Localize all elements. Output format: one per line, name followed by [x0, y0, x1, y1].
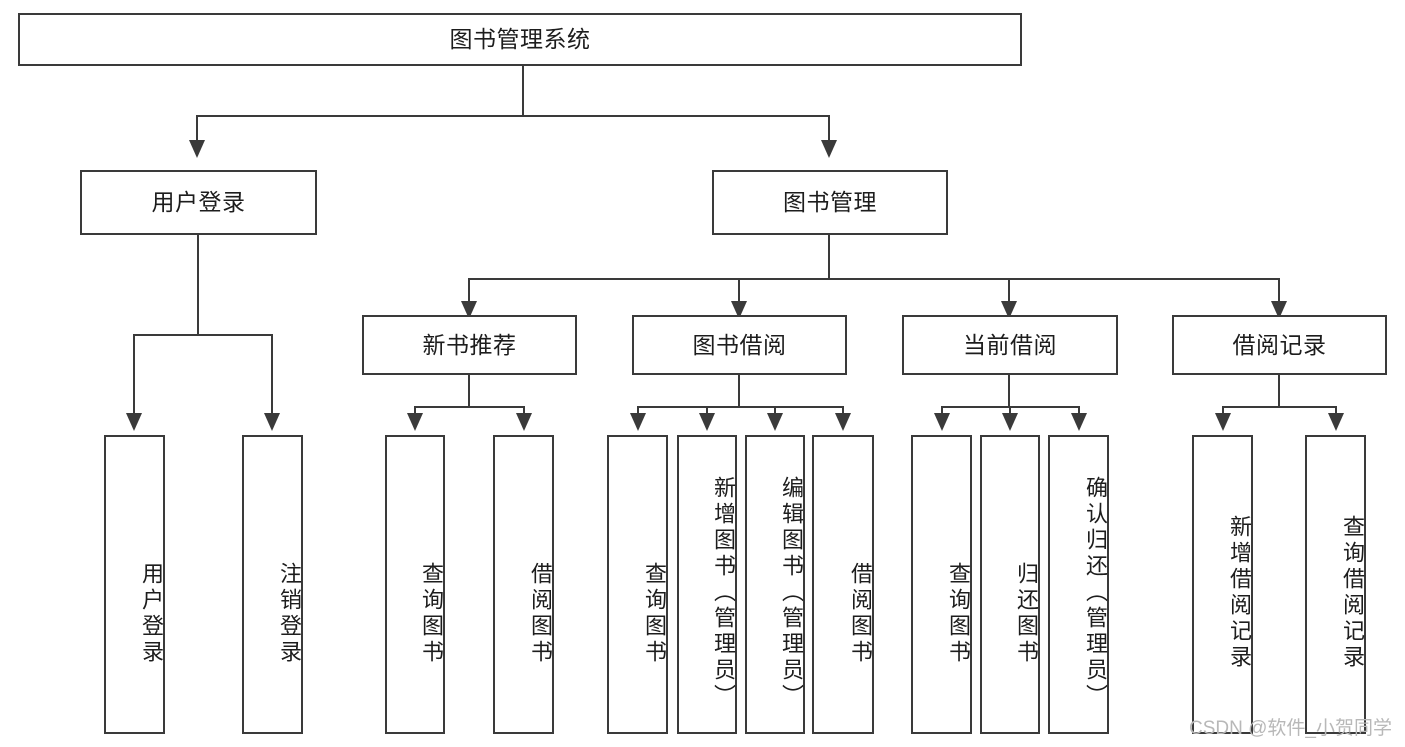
edge-drop-leaf-borrow-book-1 — [523, 406, 526, 416]
arrow-down-icon-new-book-recommend — [461, 301, 477, 319]
node-leaf-query-book-1[interactable]: 查询图书 — [385, 435, 445, 734]
edge-new-book-recommend-stem — [468, 375, 471, 408]
arrow-down-icon-leaf-borrow-book-2 — [835, 413, 851, 431]
node-leaf-confirm-return[interactable]: 确认归还（管理员） — [1048, 435, 1109, 734]
edge-drop-user-login — [196, 115, 199, 143]
arrow-down-icon-leaf-user-login — [126, 413, 142, 431]
edge-user-login-stem — [197, 235, 200, 336]
edge-level1-bus — [196, 115, 828, 118]
edge-root-stem — [522, 66, 525, 117]
edge-borrow-record-stem — [1278, 375, 1281, 408]
edge-drop-leaf-edit-book — [774, 406, 777, 416]
watermark-text: CSDN @软件_小贺同学 — [1189, 718, 1392, 739]
node-leaf-query-record[interactable]: 查询借阅记录 — [1305, 435, 1366, 734]
arrow-down-icon-leaf-query-book-2 — [630, 413, 646, 431]
edge-drop-leaf-borrow-book-2 — [842, 406, 845, 416]
edge-drop-current-borrow — [1008, 278, 1011, 304]
edge-drop-leaf-query-book-3 — [941, 406, 944, 416]
node-leaf-borrow-book-1[interactable]: 借阅图书 — [493, 435, 554, 734]
arrow-down-icon-leaf-add-book — [699, 413, 715, 431]
arrow-down-icon-book-borrow — [731, 301, 747, 319]
node-book-borrow[interactable]: 图书借阅 — [632, 315, 847, 375]
arrow-down-icon-leaf-edit-book — [767, 413, 783, 431]
arrow-down-icon-leaf-add-record — [1215, 413, 1231, 431]
node-leaf-borrow-book-2[interactable]: 借阅图书 — [812, 435, 874, 734]
edge-level2-bus — [468, 278, 1280, 281]
edge-borrow-record-bus — [1222, 406, 1336, 409]
node-root[interactable]: 图书管理系统 — [18, 13, 1022, 66]
arrow-down-icon-current-borrow — [1001, 301, 1017, 319]
node-user-login[interactable]: 用户登录 — [80, 170, 317, 235]
node-current-borrow[interactable]: 当前借阅 — [902, 315, 1118, 375]
arrow-down-icon-leaf-query-book-3 — [934, 413, 950, 431]
node-leaf-user-login[interactable]: 用户登录 — [104, 435, 165, 734]
arrow-down-icon-borrow-record — [1271, 301, 1287, 319]
edge-book-borrow-bus — [637, 406, 844, 409]
edge-drop-borrow-record — [1278, 278, 1281, 304]
arrow-down-icon-leaf-query-record — [1328, 413, 1344, 431]
node-borrow-record[interactable]: 借阅记录 — [1172, 315, 1387, 375]
node-leaf-logout[interactable]: 注销登录 — [242, 435, 303, 734]
edge-book-borrow-stem — [738, 375, 741, 408]
node-leaf-add-record[interactable]: 新增借阅记录 — [1192, 435, 1253, 734]
arrow-down-icon-leaf-return-book — [1002, 413, 1018, 431]
arrow-down-icon-leaf-query-book-1 — [407, 413, 423, 431]
edge-drop-leaf-confirm-return — [1078, 406, 1081, 416]
arrow-down-icon-leaf-confirm-return — [1071, 413, 1087, 431]
edge-drop-leaf-logout — [271, 334, 274, 416]
edge-book-management-stem — [828, 235, 831, 280]
edge-drop-book-management — [828, 115, 831, 143]
node-leaf-query-book-3[interactable]: 查询图书 — [911, 435, 972, 734]
edge-drop-leaf-query-book-2 — [637, 406, 640, 416]
edge-current-borrow-stem — [1008, 375, 1011, 408]
edge-new-book-recommend-bus — [414, 406, 524, 409]
edge-drop-leaf-user-login — [133, 334, 136, 416]
arrow-down-icon-leaf-logout — [264, 413, 280, 431]
node-new-book-recommend[interactable]: 新书推荐 — [362, 315, 577, 375]
edge-drop-leaf-query-book-1 — [414, 406, 417, 416]
node-leaf-return-book[interactable]: 归还图书 — [980, 435, 1040, 734]
edge-drop-leaf-add-record — [1222, 406, 1225, 416]
arrow-down-icon-user-login — [189, 140, 205, 158]
node-book-management[interactable]: 图书管理 — [712, 170, 948, 235]
node-leaf-add-book[interactable]: 新增图书（管理员） — [677, 435, 737, 734]
edge-drop-book-borrow — [738, 278, 741, 304]
arrow-down-icon-book-management — [821, 140, 837, 158]
edge-user-login-bus — [133, 334, 272, 337]
arrow-down-icon-leaf-borrow-book-1 — [516, 413, 532, 431]
edge-drop-leaf-return-book — [1009, 406, 1012, 416]
edge-drop-leaf-add-book — [706, 406, 709, 416]
node-leaf-query-book-2[interactable]: 查询图书 — [607, 435, 668, 734]
edge-drop-new-book-recommend — [468, 278, 471, 304]
node-leaf-edit-book[interactable]: 编辑图书（管理员） — [745, 435, 805, 734]
edge-drop-leaf-query-record — [1335, 406, 1338, 416]
